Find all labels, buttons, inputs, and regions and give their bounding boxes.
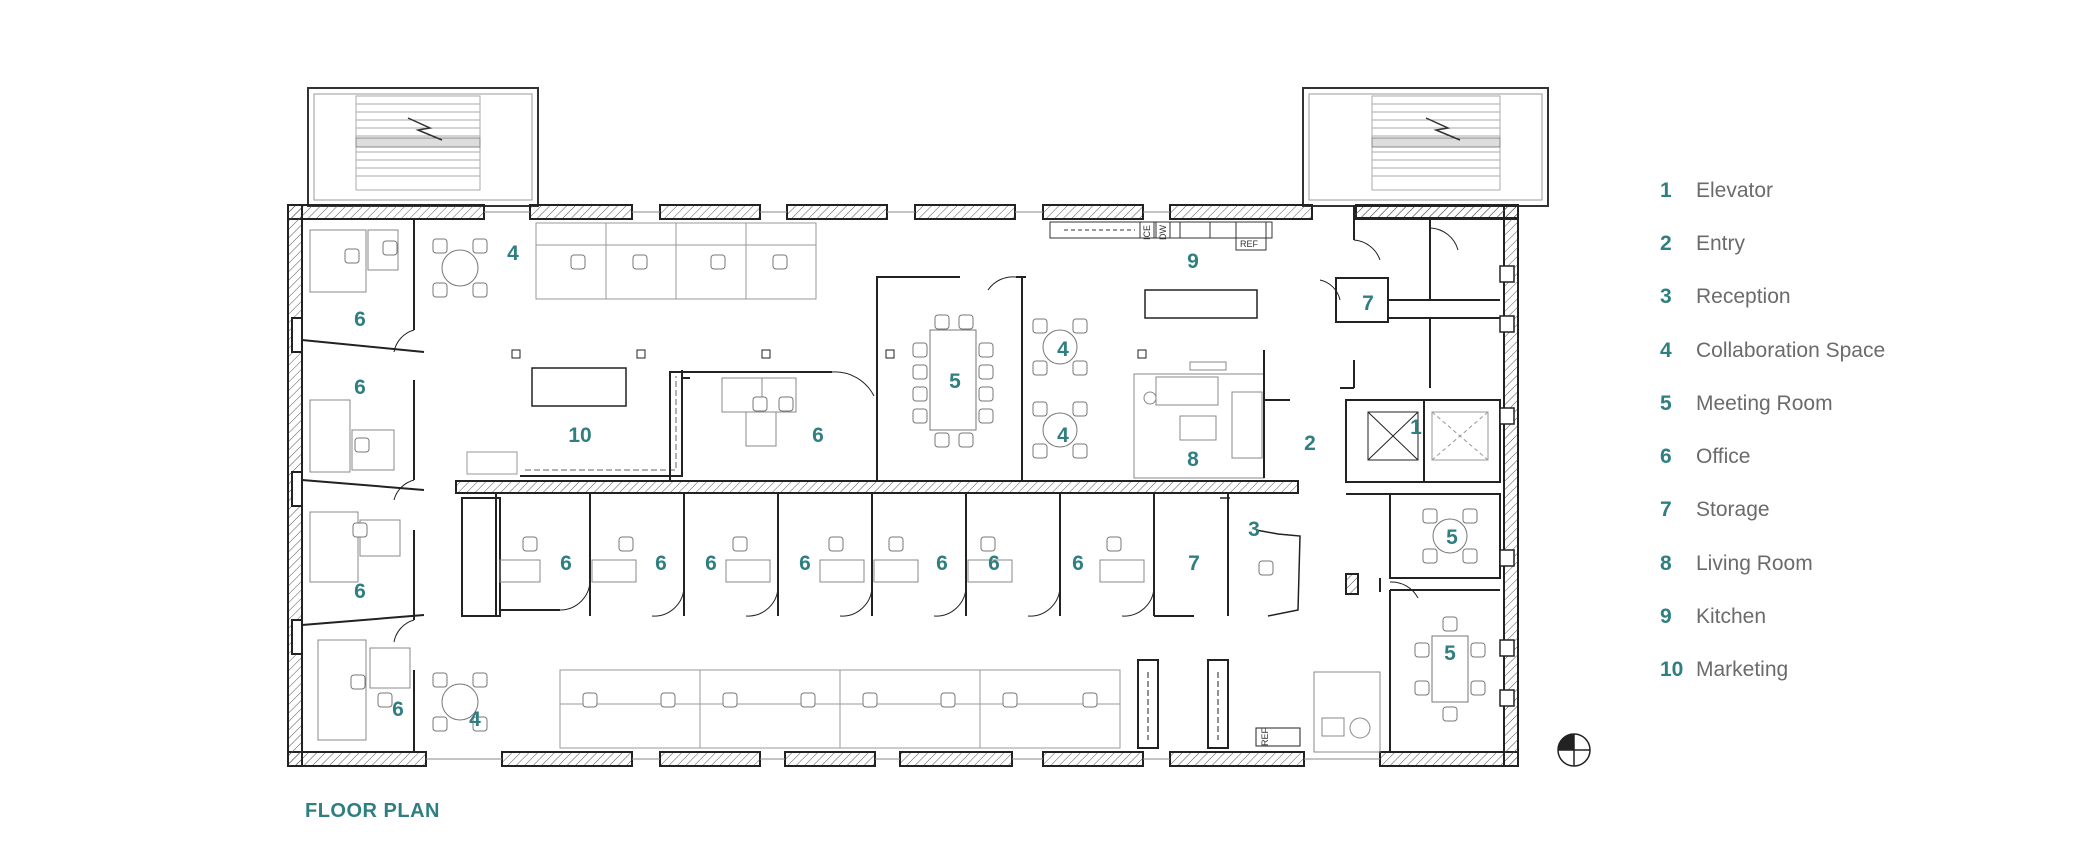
legend-number: 9 (1660, 605, 1672, 629)
fixture-label-dw: DW (1158, 225, 1168, 240)
stair-tower-right (1302, 87, 1549, 207)
collab-table-upper-mid (1032, 318, 1088, 376)
room-label: 9 (1187, 250, 1199, 273)
room-label: 5 (949, 370, 961, 393)
room-label: 6 (560, 552, 572, 575)
legend-number: 2 (1660, 231, 1672, 255)
legend-item: 3 Reception (1660, 271, 1885, 324)
left-office-furniture (309, 229, 411, 741)
legend-number: 1 (1660, 178, 1672, 202)
exterior-walls (287, 204, 1519, 767)
room-labels: 4 6 6 6 6 4 10 6 5 4 4 8 9 7 1 2 3 6 6 6… (354, 242, 1458, 731)
room-label: 6 (655, 552, 667, 575)
legend-number: 7 (1660, 498, 1672, 522)
legend-number: 5 (1660, 391, 1672, 415)
legend-label: Marketing (1696, 658, 1789, 682)
legend-number: 8 (1660, 551, 1672, 575)
plan-title: FLOOR PLAN (305, 800, 440, 822)
fixture-label-ice: ICE (1142, 225, 1152, 240)
collab-table-bottom-left (432, 672, 488, 732)
workstations-bottom (559, 669, 1121, 749)
fixture-label-ref-bottom: REF (1260, 727, 1270, 746)
collab-table-lower-mid (1032, 401, 1088, 459)
stair-tower-left (307, 87, 539, 207)
room-label: 7 (1362, 292, 1374, 315)
room-label: 6 (354, 308, 366, 331)
room-label: 4 (469, 708, 481, 731)
room-label: 6 (705, 552, 717, 575)
stair-icon (1371, 95, 1501, 191)
room-label: 4 (1057, 424, 1069, 447)
room-label: 1 (1410, 416, 1422, 439)
room-label: 6 (1072, 552, 1084, 575)
stair-icon (355, 95, 481, 191)
legend-item: 10 Marketing (1660, 644, 1885, 697)
room-label: 3 (1248, 518, 1260, 541)
living-room-furniture (1133, 289, 1290, 479)
legend-number: 3 (1660, 285, 1672, 309)
bottom-columns (1137, 659, 1229, 749)
room-label: 5 (1444, 642, 1456, 665)
room-label: 4 (507, 242, 519, 265)
legend-item: 8 Living Room (1660, 537, 1885, 590)
room-label: 6 (392, 698, 404, 721)
legend-item: 9 Kitchen (1660, 590, 1885, 643)
legend-item: 5 Meeting Room (1660, 377, 1885, 430)
meeting-room-table (912, 314, 994, 448)
legend-label: Entry (1696, 231, 1746, 255)
meeting-room-small (1422, 508, 1478, 564)
interior-walls-center (669, 276, 1026, 480)
north-arrow-icon (1557, 733, 1591, 767)
room-label: 6 (936, 552, 948, 575)
meeting-room-corner (1414, 616, 1486, 722)
small-office-furniture (499, 536, 1145, 583)
legend: 1 Elevator 2 Entry 3 Reception 4 Collaborati… (1660, 164, 1885, 697)
legend-label: Living Room (1696, 551, 1813, 575)
room-label: 6 (354, 376, 366, 399)
legend-label: Meeting Room (1696, 391, 1833, 415)
room-label: 7 (1188, 552, 1200, 575)
elevator-shaft-icon (1367, 411, 1489, 461)
right-core-walls (1319, 205, 1519, 752)
room-label: 8 (1187, 448, 1199, 471)
legend-number: 4 (1660, 338, 1672, 362)
room-label: 6 (988, 552, 1000, 575)
room-label: 4 (1057, 338, 1069, 361)
left-office-walls (301, 219, 425, 752)
legend-label: Reception (1696, 285, 1791, 309)
right-window-piers (1499, 265, 1515, 707)
bottom-right-lounge (1255, 671, 1381, 753)
small-office-row (461, 493, 1229, 617)
legend-label: Storage (1696, 498, 1770, 522)
central-spine-wall (455, 480, 1299, 494)
marketing-area (466, 349, 1147, 477)
fixture-label-ref-top: REF (1240, 239, 1259, 249)
legend-number: 6 (1660, 445, 1672, 469)
legend-item: 7 Storage (1660, 484, 1885, 537)
legend-label: Kitchen (1696, 605, 1767, 629)
legend-label: Collaboration Space (1696, 338, 1886, 362)
room-label: 5 (1446, 526, 1458, 549)
kitchen-counter (1049, 221, 1273, 251)
legend-label: Office (1696, 445, 1751, 469)
legend-label: Elevator (1696, 178, 1774, 202)
legend-item: 4 Collaboration Space (1660, 324, 1885, 377)
room-label: 10 (568, 424, 591, 447)
room-label: 6 (799, 552, 811, 575)
legend-number: 10 (1660, 658, 1684, 682)
office-interior-furniture (721, 377, 797, 447)
legend-item: 6 Office (1660, 430, 1885, 483)
legend-item: 1 Elevator (1660, 164, 1885, 217)
collab-table-top-left (432, 238, 488, 298)
room-label: 6 (812, 424, 824, 447)
room-label: 6 (354, 580, 366, 603)
room-label: 2 (1304, 432, 1316, 455)
reception-desk (1220, 497, 1301, 617)
workstations-top (535, 222, 817, 300)
legend-item: 2 Entry (1660, 217, 1885, 270)
